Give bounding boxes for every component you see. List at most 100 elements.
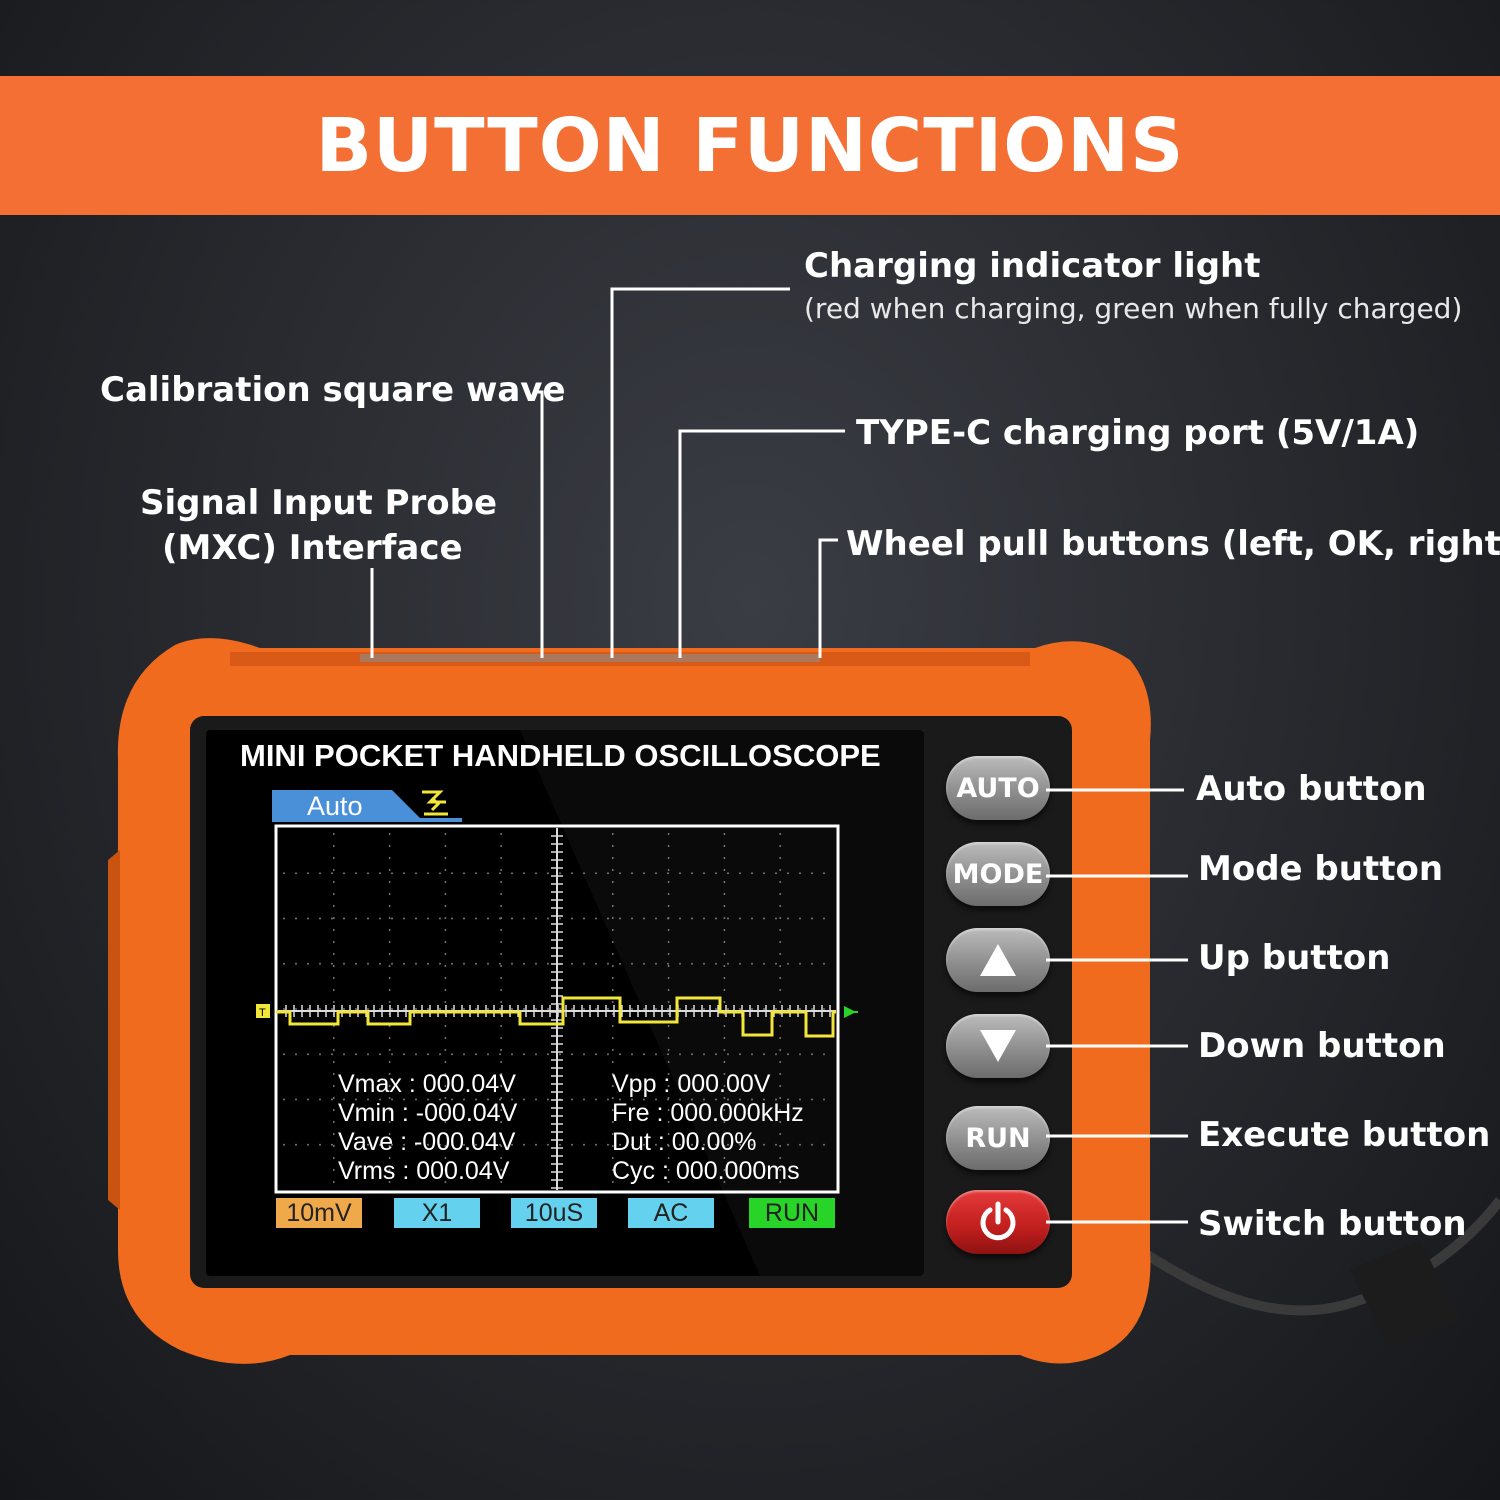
grid-dot: [355, 872, 357, 875]
grid-dot: [367, 1053, 369, 1056]
grid-dot: [631, 1008, 633, 1010]
grid-dot: [332, 1109, 335, 1111]
grid-dot: [427, 1143, 429, 1146]
grid-dot: [583, 962, 585, 965]
grid-dot: [763, 1098, 765, 1101]
case-side-grip: [108, 850, 120, 1210]
grid-dot: [332, 869, 335, 871]
grid-dot: [403, 1008, 405, 1010]
mode-button[interactable]: MODE: [946, 842, 1050, 906]
grid-dot: [667, 869, 670, 871]
grid-dot: [667, 881, 670, 883]
grid-dot: [500, 977, 503, 979]
grid-dot: [643, 917, 645, 920]
grid-dot: [739, 1053, 741, 1056]
grid-dot: [388, 845, 391, 847]
grid-dot: [723, 1181, 726, 1183]
grid-dot: [547, 917, 549, 920]
grid-dot: [779, 1145, 782, 1147]
auto-button[interactable]: AUTO: [946, 756, 1050, 820]
grid-dot: [444, 1085, 447, 1087]
grid-dot: [779, 1181, 782, 1183]
grid-dot: [444, 941, 447, 943]
grid-dot: [343, 1008, 345, 1010]
power-button[interactable]: [946, 1190, 1050, 1254]
grid-dot: [295, 1008, 297, 1010]
grid-dot: [355, 1053, 357, 1056]
grid-dot: [379, 1143, 381, 1146]
grid-dot: [571, 1008, 573, 1010]
grid-dot: [751, 1008, 753, 1010]
grid-dot: [723, 881, 726, 883]
run-button[interactable]: RUN: [946, 1106, 1050, 1170]
grid-dot: [595, 962, 597, 965]
grid-dot: [451, 917, 453, 920]
grid-dot: [739, 872, 741, 875]
grid-dot: [723, 1109, 726, 1111]
grid-dot: [355, 1143, 357, 1146]
grid-dot: [444, 1025, 447, 1027]
grid-dot: [611, 857, 614, 859]
grid-dot: [655, 1143, 657, 1146]
grid-dot: [619, 1053, 621, 1056]
grid-dot: [444, 833, 447, 835]
grid-dot: [667, 1049, 670, 1051]
grid-dot: [811, 872, 813, 875]
grid-dot: [403, 1053, 405, 1056]
grid-dot: [500, 845, 503, 847]
grid-dot: [388, 1145, 391, 1147]
grid-dot: [559, 1008, 561, 1010]
grid-dot: [583, 1143, 585, 1146]
up-button[interactable]: [946, 928, 1050, 992]
grid-dot: [332, 881, 335, 883]
grid-dot: [332, 1073, 335, 1075]
grid-dot: [427, 872, 429, 875]
grid-dot: [787, 1098, 789, 1101]
grid-dot: [403, 1143, 405, 1146]
grid-dot: [319, 1008, 321, 1010]
waveform-trace: [276, 996, 836, 1038]
down-button[interactable]: [946, 1014, 1050, 1078]
measurements-left: Vmax : 000.04V Vmin : -000.04V Vave : -0…: [338, 1070, 517, 1186]
grid-dot: [679, 1053, 681, 1056]
grid-dot: [715, 1053, 717, 1056]
grid-dot: [511, 917, 513, 920]
grid-dot: [388, 977, 391, 979]
grid-dot: [611, 941, 614, 943]
grid-dot: [283, 1143, 285, 1146]
power-icon: [980, 1201, 1016, 1241]
grid-dot: [727, 872, 729, 875]
grid-dot: [439, 1008, 441, 1010]
grid-dot: [388, 1109, 391, 1111]
grid-dot: [444, 893, 447, 895]
trigger-marker-letter: T: [259, 1007, 266, 1019]
grid-dot: [611, 1073, 614, 1075]
grid-dot: [667, 1085, 670, 1087]
grid-dot: [811, 1008, 813, 1010]
grid-dot: [388, 929, 391, 931]
grid-dot: [667, 1133, 670, 1135]
grid-dot: [367, 1008, 369, 1010]
grid-dot: [751, 872, 753, 875]
grid-dot: [723, 989, 726, 991]
banner-title: BUTTON FUNCTIONS: [315, 102, 1185, 189]
grid-dot: [511, 1008, 513, 1010]
grid-dot: [415, 872, 417, 875]
grid-dot: [667, 1143, 669, 1146]
grid-dot: [332, 857, 335, 859]
grid-dot: [611, 905, 614, 907]
grid-dot: [583, 1098, 585, 1101]
grid-dot: [751, 962, 753, 965]
grid-dot: [499, 962, 501, 965]
fre-readout: Fre : 000.000kHz: [612, 1099, 804, 1127]
grid-dot: [427, 1053, 429, 1056]
callout-charging-light-note: (red when charging, green when fully cha…: [804, 292, 1463, 325]
grid-dot: [355, 1098, 357, 1101]
grid-dot: [307, 917, 309, 920]
callout-down: Down button: [1198, 1026, 1446, 1066]
grid-dot: [319, 1098, 321, 1101]
grid-dot: [332, 1133, 335, 1135]
grid-dot: [691, 1098, 693, 1101]
grid-dot: [500, 965, 503, 967]
grid-dot: [823, 872, 825, 875]
